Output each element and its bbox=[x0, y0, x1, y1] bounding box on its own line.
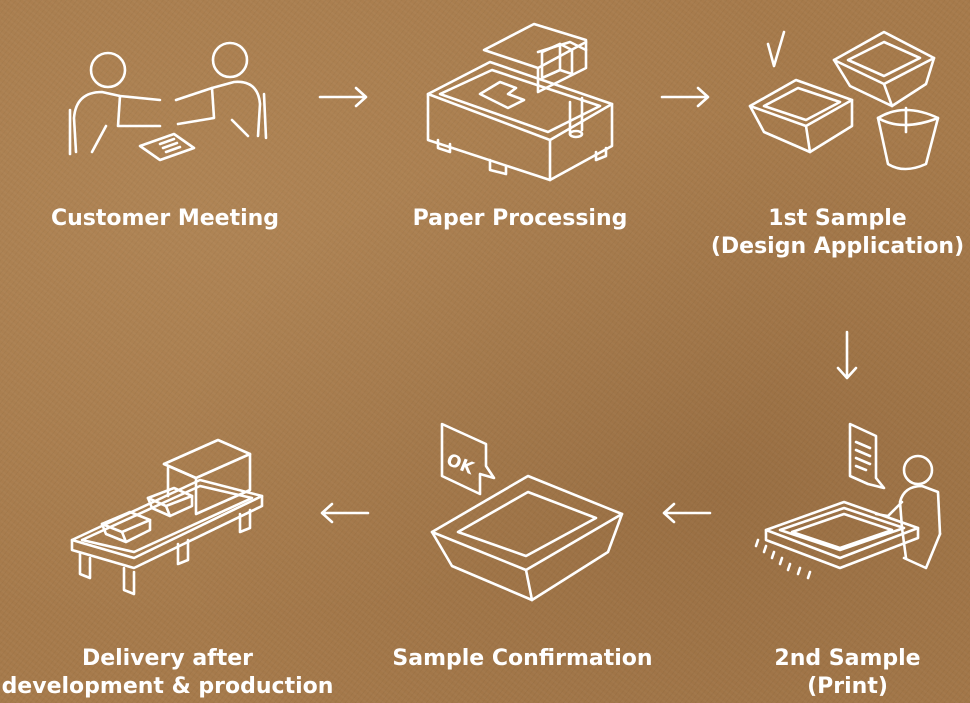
conveyor-icon bbox=[68, 434, 268, 599]
step-label-first-sample: 1st Sample (Design Application) bbox=[710, 206, 965, 259]
step-label-sample-confirmation: Sample Confirmation bbox=[392, 646, 653, 671]
arrow-right-icon bbox=[318, 86, 370, 112]
arrow-left-icon bbox=[660, 502, 712, 528]
ok-tray-icon: OK bbox=[428, 420, 628, 610]
step-label-second-sample: 2nd Sample (Print) bbox=[774, 646, 921, 699]
meeting-icon bbox=[62, 34, 272, 164]
arrow-down-icon bbox=[836, 330, 858, 386]
arrow-left-icon bbox=[318, 502, 370, 528]
ok-badge-text: OK bbox=[443, 450, 477, 479]
print-worker-icon bbox=[752, 418, 952, 593]
arrow-right-icon bbox=[660, 86, 712, 112]
step-label-delivery: Delivery after development & production bbox=[1, 646, 334, 699]
step-label-paper-processing: Paper Processing bbox=[412, 206, 628, 231]
sample-trays-icon bbox=[742, 22, 957, 182]
step-label-customer-meeting: Customer Meeting bbox=[50, 206, 280, 231]
cutting-machine-icon bbox=[420, 12, 620, 187]
